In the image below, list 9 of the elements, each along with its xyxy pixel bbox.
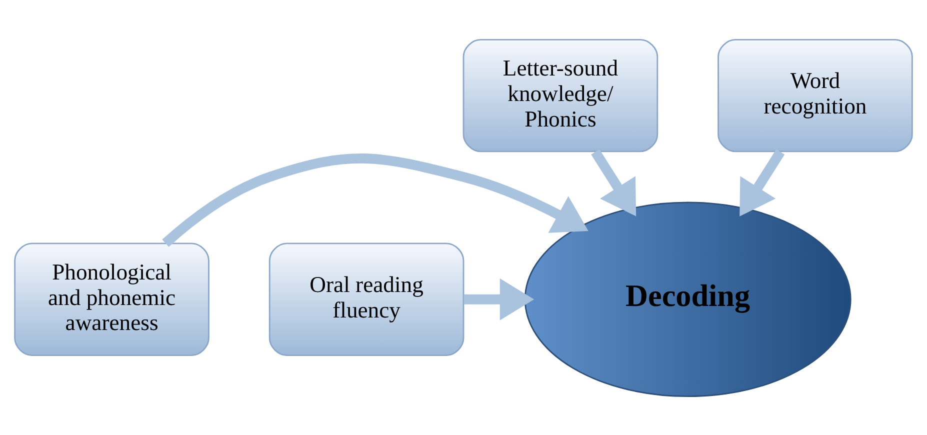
node-box: Word recognition — [718, 38, 913, 152]
arrow — [464, 278, 534, 320]
node-box: Phonological and phonemic awareness — [14, 242, 210, 356]
arrow — [162, 153, 588, 246]
node-box: Oral reading fluency — [268, 242, 464, 356]
arrow — [591, 148, 636, 216]
arrow — [740, 148, 785, 216]
node-ellipse: Decoding — [524, 201, 852, 397]
node-box: Letter-sound knowledge/ Phonics — [462, 38, 658, 152]
